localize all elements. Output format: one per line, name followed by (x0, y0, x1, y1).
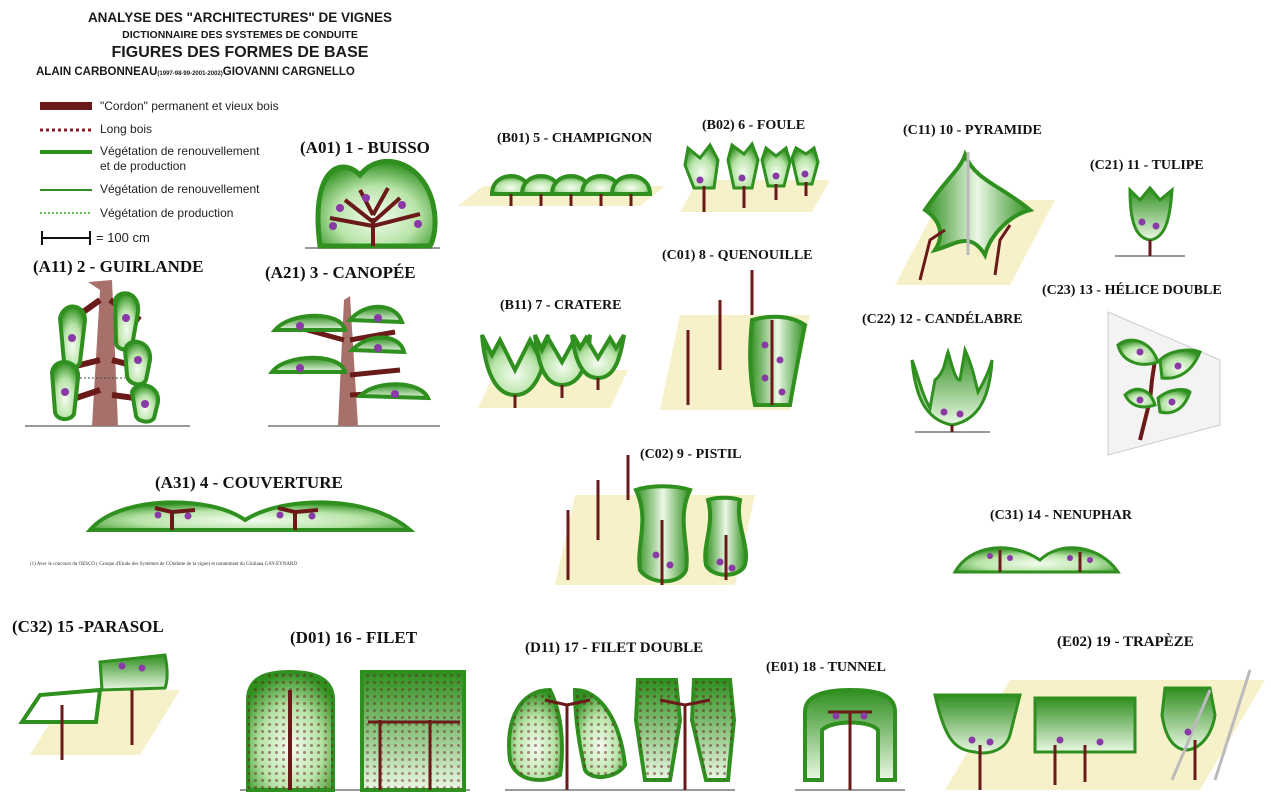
figure-e01-tunnel (795, 690, 905, 790)
figure-c22-candelabre (912, 350, 992, 432)
label-a31: (A31) 4 - COUVERTURE (155, 473, 343, 493)
legend-long-bois: Long bois (100, 122, 152, 137)
label-a21: (A21) 3 - CANOPÉE (265, 263, 416, 283)
legend-scale: = 100 cm (96, 230, 150, 245)
legend-veg-renouv-prod-2: et de production (100, 159, 186, 174)
author-2: GIOVANNI CARGNELLO (223, 66, 355, 78)
legend-veg-prod: Végétation de production (100, 206, 233, 221)
label-c01: (C01) 8 - QUENOUILLE (662, 248, 813, 264)
figure-b02-foule (680, 144, 830, 212)
figure-c23-helice-double (1108, 312, 1220, 455)
label-c22: (C22) 12 - CANDÉLABRE (862, 312, 1023, 328)
label-e02: (E02) 19 - TRAPÈZE (1057, 634, 1194, 651)
footnote: (1) Avec le concours du OESCO ( Groupe d… (30, 562, 297, 567)
figure-a11-guirlande (25, 280, 190, 426)
label-c31: (C31) 14 - NENUPHAR (990, 508, 1132, 524)
figure-c11-pyramide (895, 152, 1055, 285)
label-c11: (C11) 10 - PYRAMIDE (903, 123, 1042, 139)
label-e01: (E01) 18 - TUNNEL (766, 660, 886, 676)
header-line-2: DICTIONNAIRE DES SYSTEMES DE CONDUITE (30, 29, 450, 41)
label-a11: (A11) 2 - GUIRLANDE (33, 257, 203, 277)
figure-c31-nenuphar (955, 548, 1118, 572)
figure-d11-filet-double (505, 680, 735, 790)
author-years: (1997-98-99-2001-2002) (157, 71, 222, 77)
figure-c32-parasol (22, 655, 180, 760)
authors: ALAIN CARBONNEAU(1997-98-99-2001-2002)GI… (36, 66, 355, 78)
figure-a01-buisson (305, 161, 440, 248)
figure-c21-tulipe (1115, 188, 1185, 256)
header-line-1: ANALYSE DES "ARCHITECTURES" DE VIGNES (30, 10, 450, 25)
legend-cordon: "Cordon" permanent et vieux bois (100, 99, 279, 114)
label-d11: (D11) 17 - FILET DOUBLE (525, 640, 703, 657)
figure-a21-canopee (268, 296, 440, 426)
figure-e02-trapeze (935, 670, 1265, 790)
figure-a31-couverture (90, 502, 410, 530)
author-1: ALAIN CARBONNEAU (36, 66, 157, 78)
label-b02: (B02) 6 - FOULE (702, 118, 805, 134)
label-c23: (C23) 13 - HÉLICE DOUBLE (1042, 283, 1222, 299)
figure-c02-pistil (555, 455, 755, 585)
header-line-3: FIGURES DES FORMES DE BASE (30, 44, 450, 62)
cordon-symbol (40, 102, 92, 110)
figure-b01-champignon (458, 176, 665, 206)
legend-symbols (40, 102, 92, 245)
figure-c01-quenouille (660, 270, 810, 410)
legend-veg-renouv: Végétation de renouvellement (100, 182, 259, 197)
label-d01: (D01) 16 - FILET (290, 628, 417, 648)
label-b11: (B11) 7 - CRATERE (500, 298, 621, 314)
legend-veg-renouv-prod-1: Végétation de renouvellement (100, 144, 259, 159)
label-a01: (A01) 1 - BUISSO (300, 138, 430, 158)
figure-d01-filet (240, 672, 470, 790)
label-c02: (C02) 9 - PISTIL (640, 447, 742, 463)
label-c21: (C21) 11 - TULIPE (1090, 158, 1204, 174)
figure-b11-cratere (478, 335, 628, 408)
label-b01: (B01) 5 - CHAMPIGNON (497, 131, 652, 147)
label-c32: (C32) 15 -PARASOL (12, 617, 164, 637)
